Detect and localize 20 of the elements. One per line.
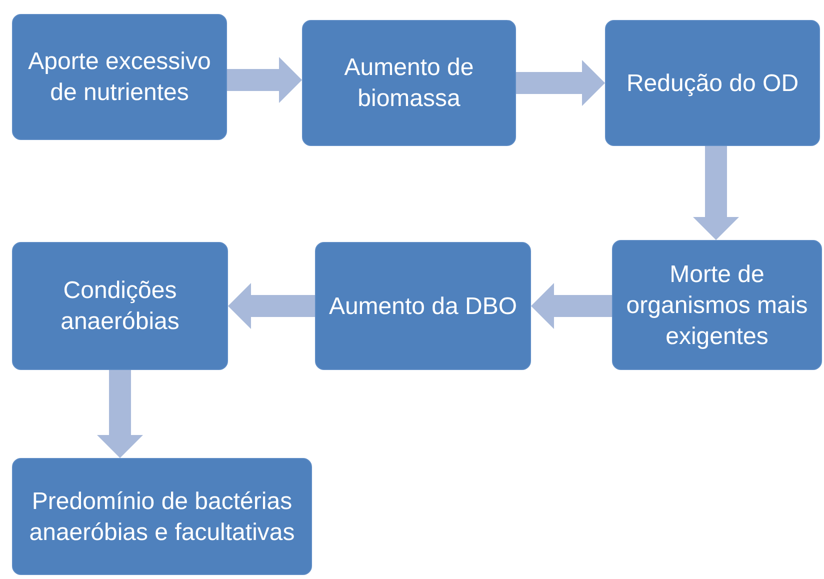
block-arrow <box>228 283 315 329</box>
box-label: Condições anaeróbias <box>60 276 180 337</box>
process-box <box>302 20 516 146</box>
process-box <box>612 240 822 370</box>
process-box <box>315 242 531 370</box>
process-box <box>605 20 820 146</box>
block-arrow <box>693 146 739 240</box>
block-arrow <box>516 60 605 106</box>
block-arrow <box>227 57 302 103</box>
box-label: Aumento de biomassa <box>343 53 475 114</box>
box-label: Predomínio de bactérias anaeróbias e facultativas <box>28 486 296 548</box>
process-box <box>12 242 228 370</box>
block-arrow <box>531 283 612 329</box>
process-box <box>12 14 227 140</box>
block-arrow <box>97 370 143 458</box>
box-label: Redução do OD <box>626 68 799 98</box>
process-box <box>12 458 312 575</box>
box-label: Aporte excessivo de nutrientes <box>27 47 212 108</box>
box-label: Morte de organismos mais exigentes <box>625 260 809 352</box>
box-label: Aumento da DBO <box>328 292 518 322</box>
